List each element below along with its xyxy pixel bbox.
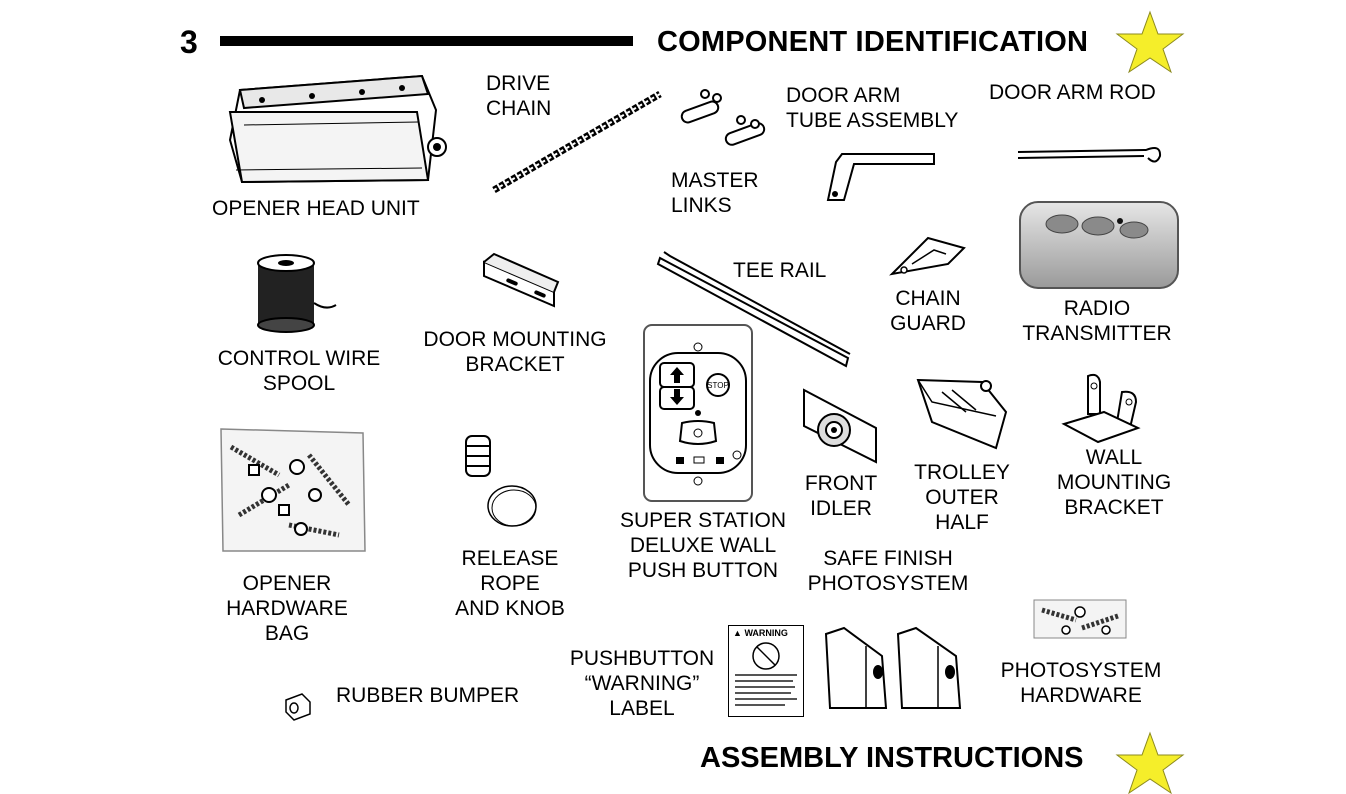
- star-icon-bottom: [1115, 731, 1185, 794]
- opener-head-unit-label: OPENER HEAD UNIT: [212, 197, 420, 220]
- stop-button-text: STOP: [707, 381, 729, 390]
- page-number: 3: [180, 24, 198, 60]
- warning-label-heading: ▲ WARNING: [729, 626, 803, 638]
- warning-label-image: ▲ WARNING: [728, 625, 804, 717]
- next-section-title: ASSEMBLY INSTRUCTIONS: [700, 742, 1084, 774]
- pushbutton-warning-label: PUSHBUTTON“WARNING”LABEL: [569, 647, 715, 720]
- master-links-image: [680, 89, 766, 146]
- door-arm-rod-image: [1017, 147, 1162, 163]
- front-idler-image: [803, 388, 877, 464]
- control-wire-spool-image: [257, 254, 337, 333]
- star-icon: [1115, 10, 1185, 74]
- warning-triangle-icon: ▲: [733, 628, 742, 638]
- opener-hardware-bag-image: [220, 428, 366, 552]
- trolley-outer-half-image: [916, 378, 1008, 450]
- door-mounting-bracket-image: [483, 252, 560, 308]
- photosystem-hardware-image: [1033, 599, 1127, 639]
- radio-transmitter-image: [1019, 201, 1179, 289]
- release-rope-image: [465, 435, 537, 527]
- tee-rail-image: [656, 251, 851, 368]
- tee-rail-label: TEE RAIL: [733, 259, 827, 282]
- super-station-image: STOP: [643, 324, 753, 502]
- warning-pictogram-icon: [735, 642, 797, 706]
- rubber-bumper-image: [285, 693, 311, 721]
- drive-chain-image: [492, 90, 662, 194]
- rubber-bumper-label: RUBBER BUMPER: [336, 684, 520, 707]
- door-arm-tube-image: [826, 153, 935, 201]
- opener-head-unit-image: [228, 74, 447, 184]
- wall-mounting-bracket-image: [1061, 373, 1141, 444]
- chain-guard-image: [889, 236, 966, 276]
- safe-finish-photosystem-image: [824, 626, 962, 709]
- warning-heading-text: WARNING: [744, 628, 788, 638]
- header-rule: [220, 36, 633, 46]
- page-title: COMPONENT IDENTIFICATION: [657, 26, 1089, 58]
- door-arm-rod-label: DOOR ARM ROD: [989, 81, 1156, 104]
